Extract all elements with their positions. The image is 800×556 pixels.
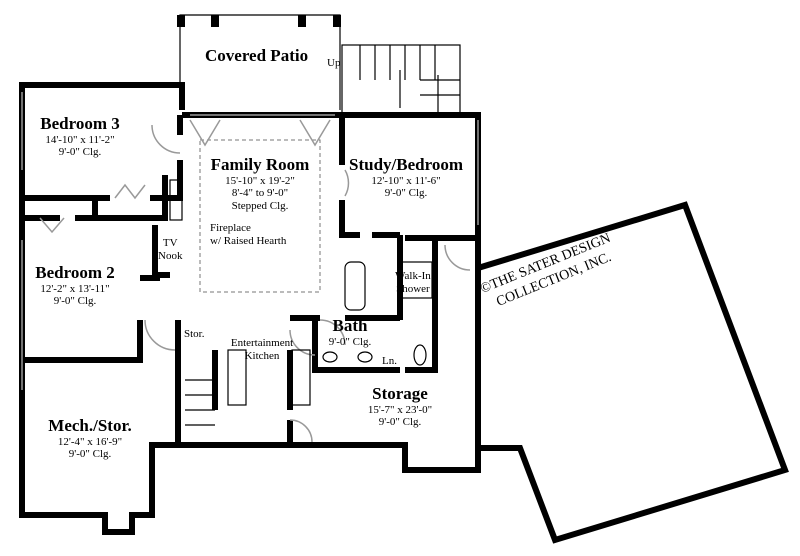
patio-column xyxy=(177,15,185,27)
storage-name: Storage xyxy=(372,384,428,403)
covered-patio-label: Covered Patio xyxy=(205,46,309,65)
exterior-wall-angled xyxy=(477,201,789,544)
tv-nook-line1: TV xyxy=(162,237,178,249)
shower-line1: Walk-In xyxy=(395,270,431,282)
kitchen-line1: Entertainment xyxy=(230,337,294,349)
shower-line2: Shower xyxy=(396,282,430,295)
entertainment-kitchen-label: Entertainment Kitchen xyxy=(228,337,296,362)
study-size: 12'-10" x 11'-6" xyxy=(371,174,441,187)
fireplace-label: Fireplace w/ Raised Hearth xyxy=(210,222,286,247)
patio-column xyxy=(333,15,341,27)
storage-size: 15'-7" x 23'-0" xyxy=(367,403,433,416)
family-room-ceiling: Stepped Clg. xyxy=(231,199,289,212)
bedroom3-ceiling: 9'-0" Clg. xyxy=(58,146,102,159)
linen-label: Ln. xyxy=(382,355,397,367)
bath-ceiling: 9'-0" Clg. xyxy=(328,335,372,348)
stor-label: Stor. xyxy=(184,328,205,340)
kitchen-line2: Kitchen xyxy=(244,349,280,362)
bedroom2-ceiling: 9'-0" Clg. xyxy=(53,295,97,308)
tv-nook-label: TV Nook xyxy=(158,237,182,262)
bedroom2-label: Bedroom 2 12'-2" x 13'-11" 9'-0" Clg. xyxy=(30,263,120,308)
stepped-ceiling-outline xyxy=(199,139,321,293)
fireplace-line1: Fireplace xyxy=(210,222,251,234)
stair-up-label: Up xyxy=(327,57,341,69)
walk-in-shower-label: Walk-In Shower xyxy=(395,270,431,295)
bath-label: Bath 9'-0" Clg. xyxy=(320,316,380,348)
bedroom2-size: 12'-2" x 13'-11" xyxy=(40,282,110,295)
study-ceiling: 9'-0" Clg. xyxy=(384,187,428,200)
bedroom3-name: Bedroom 3 xyxy=(40,114,120,133)
storage-ceiling: 9'-0" Clg. xyxy=(378,416,422,429)
interior-walls xyxy=(22,115,478,445)
mech-name: Mech./Stor. xyxy=(48,416,132,435)
covered-patio-outline xyxy=(177,14,341,110)
study-name: Study/Bedroom xyxy=(349,155,463,174)
mech-size: 12'-4" x 16'-9" xyxy=(57,435,123,448)
doors xyxy=(39,119,471,443)
study-label: Study/Bedroom 12'-10" x 11'-6" 9'-0" Clg… xyxy=(343,155,469,200)
exterior-wall xyxy=(19,82,481,535)
fixtures xyxy=(169,179,433,426)
mech-ceiling: 9'-0" Clg. xyxy=(68,448,112,461)
fireplace-line2: w/ Raised Hearth xyxy=(210,234,287,247)
tv-nook-line2: Nook xyxy=(158,249,183,262)
family-room-name: Family Room xyxy=(210,155,310,174)
patio-column xyxy=(211,15,219,27)
family-room-size: 15'-10" x 19'-2" xyxy=(225,174,295,187)
windows xyxy=(21,92,479,390)
bedroom2-name: Bedroom 2 xyxy=(35,263,115,282)
bedroom3-size: 14'-10" x 11'-2" xyxy=(45,133,115,146)
bath-name: Bath xyxy=(332,316,368,335)
exterior-stairs xyxy=(341,44,461,116)
family-room-height: 8'-4" to 9'-0" xyxy=(231,187,289,200)
bedroom3-label: Bedroom 3 14'-10" x 11'-2" 9'-0" Clg. xyxy=(35,114,125,159)
mech-stor-label: Mech./Stor. 12'-4" x 16'-9" 9'-0" Clg. xyxy=(40,416,140,461)
patio-column xyxy=(298,15,306,27)
storage-label: Storage 15'-7" x 23'-0" 9'-0" Clg. xyxy=(355,384,445,429)
family-room-label: Family Room 15'-10" x 19'-2" 8'-4" to 9'… xyxy=(205,155,315,212)
